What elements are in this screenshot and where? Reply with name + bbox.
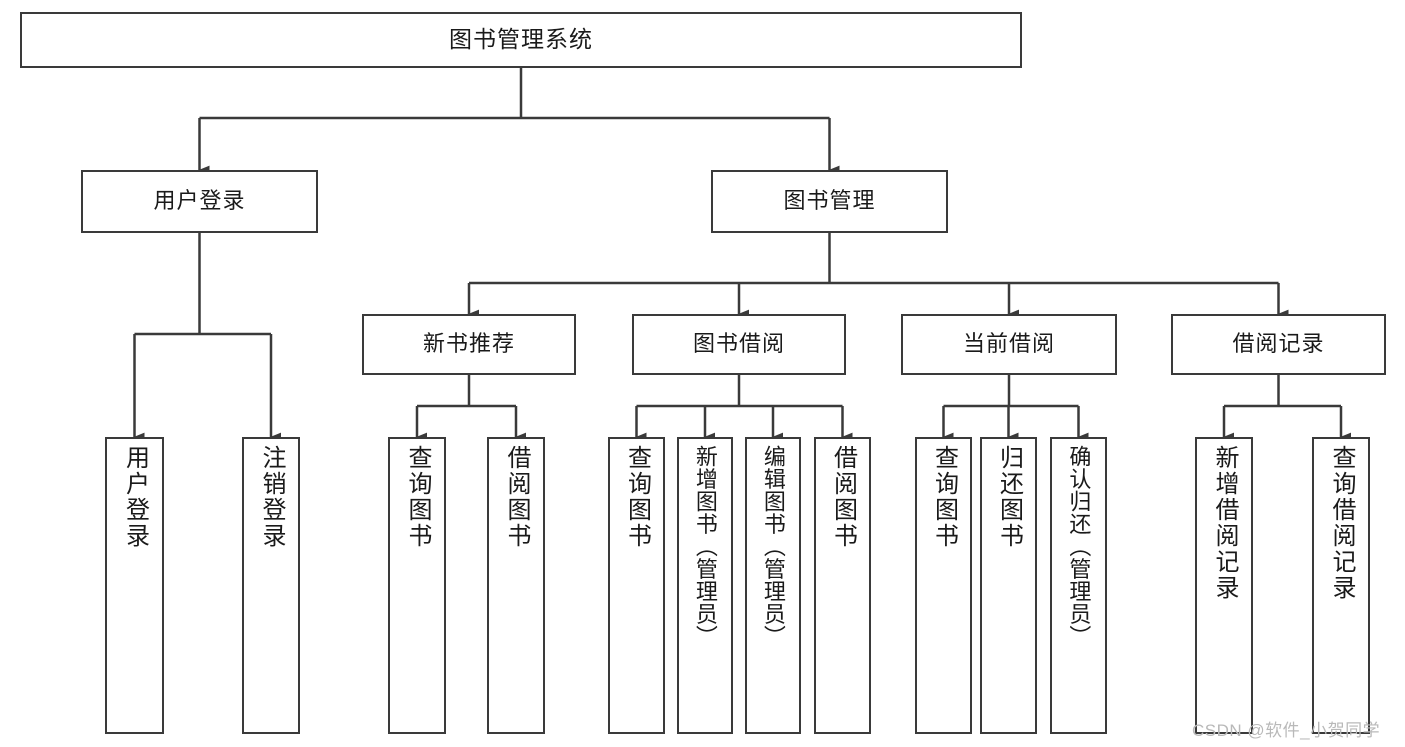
node-label: 图书借阅 [692, 331, 785, 357]
node-leaf-br-add[interactable]: 新增借阅记录 [1195, 437, 1253, 734]
node-label: 归还图书 [995, 445, 1023, 549]
node-book-manage[interactable]: 图书管理 [711, 170, 948, 233]
node-leaf-user-login[interactable]: 用户登录 [105, 437, 164, 734]
node-label: 图书管理系统 [449, 26, 593, 53]
node-leaf-bb-query[interactable]: 查询图书 [608, 437, 665, 734]
tree-edges [133, 68, 1352, 442]
node-leaf-bb-borrow[interactable]: 借阅图书 [814, 437, 871, 734]
node-label: 新书推荐 [422, 331, 515, 357]
node-label: 确认归还（管理员） [1066, 445, 1092, 648]
node-leaf-rec-borrow[interactable]: 借阅图书 [487, 437, 545, 734]
node-new-book-rec[interactable]: 新书推荐 [362, 314, 576, 375]
node-current-borrow[interactable]: 当前借阅 [901, 314, 1117, 375]
node-leaf-cb-query[interactable]: 查询图书 [915, 437, 972, 734]
node-label: 当前借阅 [962, 331, 1055, 357]
node-leaf-br-query[interactable]: 查询借阅记录 [1312, 437, 1370, 734]
node-leaf-user-logout[interactable]: 注销登录 [242, 437, 300, 734]
node-label: 借阅图书 [502, 445, 530, 549]
node-leaf-rec-query[interactable]: 查询图书 [388, 437, 446, 734]
node-label: 编辑图书（管理员） [760, 445, 786, 648]
node-borrow-record[interactable]: 借阅记录 [1171, 314, 1386, 375]
node-user-login[interactable]: 用户登录 [81, 170, 318, 233]
node-leaf-cb-confirm[interactable]: 确认归还（管理员） [1050, 437, 1107, 734]
node-leaf-bb-add[interactable]: 新增图书（管理员） [677, 437, 733, 734]
node-label: 图书管理 [783, 188, 876, 214]
node-label: 查询图书 [623, 445, 651, 549]
node-leaf-cb-return[interactable]: 归还图书 [980, 437, 1037, 734]
node-label: 用户登录 [121, 445, 149, 549]
node-label: 用户登录 [153, 188, 246, 214]
node-leaf-bb-edit[interactable]: 编辑图书（管理员） [745, 437, 801, 734]
node-label: 查询借阅记录 [1327, 445, 1355, 601]
node-label: 注销登录 [257, 445, 285, 549]
node-label: 新增借阅记录 [1210, 445, 1238, 601]
node-label: 查询图书 [930, 445, 958, 549]
node-label: 借阅图书 [829, 445, 857, 549]
node-label: 借阅记录 [1232, 331, 1325, 357]
node-book-borrow[interactable]: 图书借阅 [632, 314, 846, 375]
node-label: 新增图书（管理员） [692, 445, 718, 648]
node-label: 查询图书 [403, 445, 431, 549]
node-root[interactable]: 图书管理系统 [20, 12, 1022, 68]
